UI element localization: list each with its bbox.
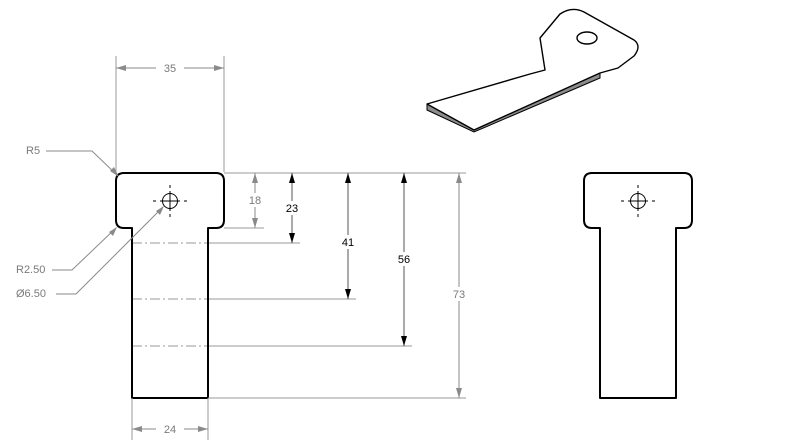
- dim-56-label: 56: [398, 254, 410, 266]
- dim-fillet-radius: R5: [26, 145, 119, 177]
- dim-18: 18: [224, 173, 264, 229]
- dimensions: 35 R5 R2.50 Ø6.50 18: [16, 56, 470, 440]
- dim-hole-radius: R2.50: [16, 227, 117, 276]
- dim-56: 56: [212, 173, 415, 347]
- dim-73: 73: [208, 173, 470, 399]
- dim-hole-diameter-label: Ø6.50: [16, 288, 46, 300]
- dim-41-label: 41: [342, 237, 354, 249]
- dim-23: 23: [212, 173, 303, 244]
- dim-shank-width-label: 24: [164, 424, 176, 436]
- isometric-view: [426, 8, 639, 133]
- iso-top-face: [426, 8, 639, 131]
- dim-41: 41: [212, 173, 359, 300]
- iso-hole: [576, 31, 598, 45]
- dim-hole-diameter: Ø6.50: [16, 206, 164, 300]
- dim-head-width: 35: [115, 56, 225, 172]
- side-view: [583, 172, 693, 399]
- side-part-outline: [583, 172, 693, 399]
- front-view: [115, 172, 225, 399]
- dim-shank-width: 24: [131, 398, 209, 440]
- dim-fillet-radius-label: R5: [26, 145, 40, 157]
- dim-head-width-label: 35: [164, 63, 176, 75]
- dim-18-label: 18: [249, 195, 261, 207]
- dim-73-label: 73: [453, 289, 465, 301]
- dim-hole-radius-label: R2.50: [16, 264, 45, 276]
- dim-23-label: 23: [286, 203, 298, 215]
